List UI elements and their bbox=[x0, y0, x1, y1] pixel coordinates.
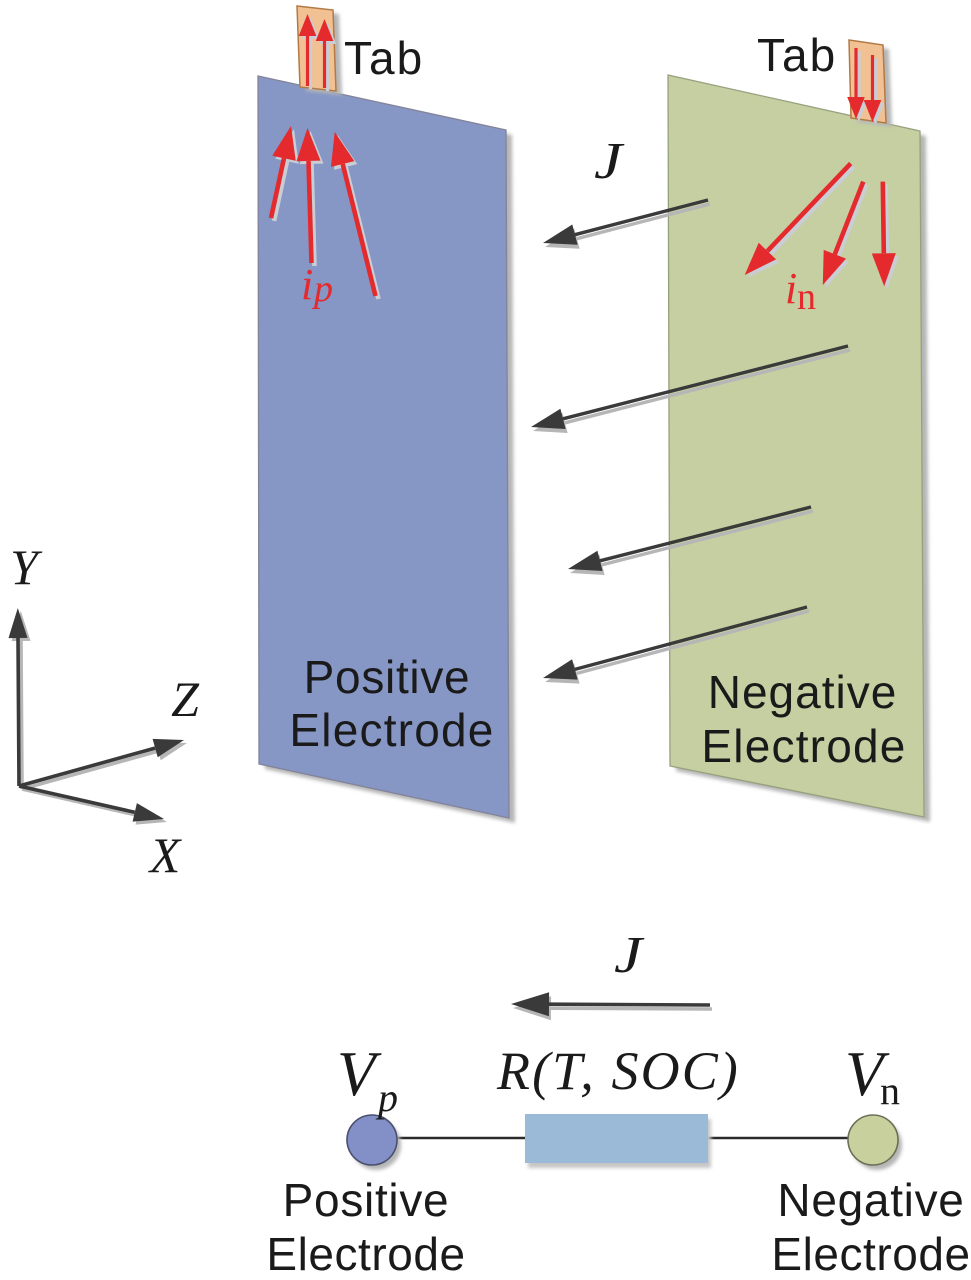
svg-text:X: X bbox=[148, 827, 183, 883]
svg-text:p: p bbox=[311, 268, 333, 310]
svg-text:R(T, SOC): R(T, SOC) bbox=[496, 1041, 740, 1101]
svg-text:Electrode: Electrode bbox=[771, 1228, 970, 1280]
svg-text:i: i bbox=[301, 260, 313, 309]
svg-text:Tab: Tab bbox=[344, 32, 424, 84]
svg-text:Electrode: Electrode bbox=[266, 1228, 465, 1280]
svg-text:n: n bbox=[880, 1068, 900, 1113]
svg-text:Negative: Negative bbox=[777, 1174, 964, 1226]
svg-text:Y: Y bbox=[10, 539, 43, 595]
svg-text:Electrode: Electrode bbox=[701, 720, 906, 772]
svg-text:Negative: Negative bbox=[708, 666, 898, 718]
svg-text:Z: Z bbox=[171, 671, 200, 727]
svg-text:Positive: Positive bbox=[304, 651, 471, 703]
svg-text:i: i bbox=[785, 264, 797, 313]
svg-text:V: V bbox=[845, 1039, 890, 1109]
svg-text:p: p bbox=[375, 1075, 398, 1120]
svg-text:V: V bbox=[337, 1039, 382, 1109]
svg-text:n: n bbox=[797, 276, 816, 318]
svg-text:Tab: Tab bbox=[757, 29, 837, 81]
svg-text:J: J bbox=[594, 133, 626, 190]
svg-text:Positive: Positive bbox=[283, 1174, 450, 1226]
svg-text:J: J bbox=[614, 927, 646, 984]
svg-text:Electrode: Electrode bbox=[289, 704, 494, 756]
